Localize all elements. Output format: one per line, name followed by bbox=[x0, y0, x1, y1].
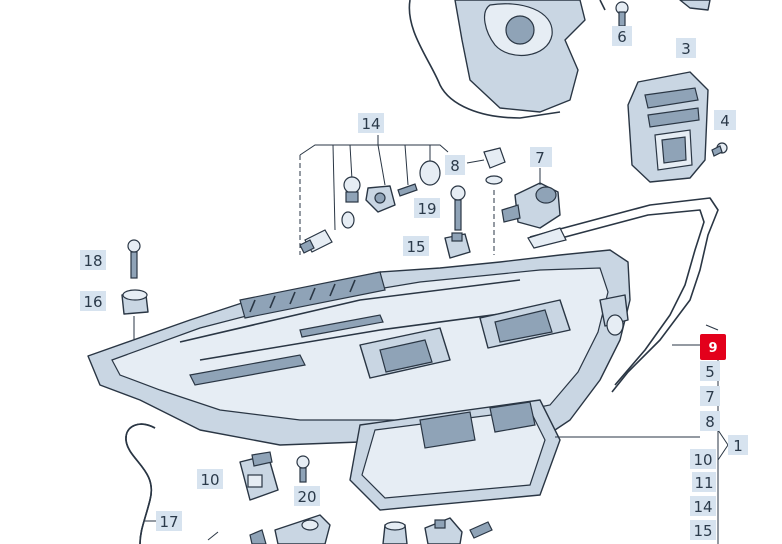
screw-18 bbox=[127, 239, 141, 279]
callout-15-list: 15 bbox=[690, 520, 716, 540]
callout-16: 16 bbox=[80, 291, 106, 311]
headlight-assembly bbox=[87, 249, 700, 511]
rubber-cap bbox=[419, 160, 441, 186]
connector-clip bbox=[365, 185, 396, 213]
svg-text:3: 3 bbox=[681, 40, 691, 58]
svg-text:4: 4 bbox=[720, 112, 730, 130]
housing-bracket bbox=[408, 0, 606, 119]
callout-10-list: 10 bbox=[690, 449, 716, 469]
callout-11: 11 bbox=[692, 472, 716, 492]
svg-text:9: 9 bbox=[708, 341, 717, 356]
hose-17 bbox=[125, 423, 160, 544]
callout-10-bottom: 10 bbox=[197, 469, 223, 489]
svg-text:11: 11 bbox=[694, 474, 713, 492]
callout-14-top: 14 bbox=[358, 113, 384, 133]
svg-text:20: 20 bbox=[297, 488, 316, 506]
svg-text:8: 8 bbox=[705, 413, 715, 431]
bulb-socket bbox=[299, 229, 333, 254]
callout-8-list: 8 bbox=[700, 411, 720, 431]
svg-text:15: 15 bbox=[693, 522, 712, 540]
screw-6 bbox=[615, 1, 629, 27]
callout-3: 3 bbox=[676, 38, 696, 58]
control-module bbox=[627, 71, 709, 183]
screw-20 bbox=[296, 455, 310, 483]
svg-text:5: 5 bbox=[705, 363, 715, 381]
bracket-10 bbox=[239, 451, 279, 501]
svg-text:7: 7 bbox=[535, 149, 545, 167]
callout-18: 18 bbox=[80, 250, 106, 270]
svg-text:7: 7 bbox=[705, 388, 715, 406]
svg-text:1: 1 bbox=[733, 437, 743, 455]
svg-text:10: 10 bbox=[693, 451, 712, 469]
svg-text:14: 14 bbox=[693, 498, 712, 516]
callout-6: 6 bbox=[612, 26, 632, 46]
gasket-frame bbox=[527, 197, 719, 393]
adjuster-cap bbox=[466, 147, 506, 255]
leveling-motor bbox=[501, 168, 561, 229]
svg-text:16: 16 bbox=[83, 293, 102, 311]
callout-1: 1 bbox=[728, 435, 748, 455]
callout-15-mid: 15 bbox=[403, 236, 429, 256]
screw-4 bbox=[711, 142, 728, 157]
bottom-parts bbox=[207, 514, 493, 544]
callout-7-top: 7 bbox=[530, 147, 552, 167]
callout-5: 5 bbox=[700, 361, 720, 381]
screw-19 bbox=[450, 185, 466, 231]
svg-text:17: 17 bbox=[159, 513, 178, 531]
svg-text:19: 19 bbox=[417, 200, 436, 218]
callout-7-list: 7 bbox=[700, 386, 720, 406]
svg-text:6: 6 bbox=[617, 28, 627, 46]
svg-text:10: 10 bbox=[200, 471, 219, 489]
callout-20: 20 bbox=[294, 486, 320, 506]
callout-8-top: 8 bbox=[445, 155, 465, 175]
clip-15 bbox=[444, 232, 471, 259]
screw-small bbox=[397, 183, 418, 197]
callout-17: 17 bbox=[156, 511, 182, 531]
svg-text:8: 8 bbox=[450, 157, 460, 175]
callout-14-list: 14 bbox=[690, 496, 716, 516]
callout-19: 19 bbox=[414, 198, 440, 218]
callout-4: 4 bbox=[714, 110, 736, 130]
callout-9-highlighted: 9 bbox=[700, 334, 726, 360]
svg-text:15: 15 bbox=[406, 238, 425, 256]
bulb-holder bbox=[341, 176, 361, 229]
svg-text:14: 14 bbox=[361, 115, 380, 133]
svg-text:18: 18 bbox=[83, 252, 102, 270]
